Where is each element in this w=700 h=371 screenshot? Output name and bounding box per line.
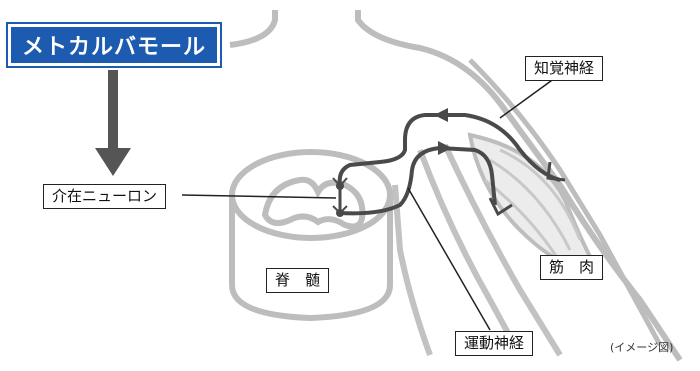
sensory-nerve-path [337,113,561,186]
bone-line-1 [417,148,523,357]
gray-matter [261,176,366,230]
arrow-head [95,148,131,176]
body-outline-left [229,10,278,48]
motor-nerve-ending [488,197,513,217]
bone-line-3 [392,184,433,357]
synapse-mark-1 [332,177,348,188]
bone-line-2 [442,143,563,357]
spinal-cord-label: 脊 髄 [266,268,330,293]
motor-nerve-label: 運動神経 [455,331,534,356]
muscle-label: 筋 肉 [540,255,604,280]
motor-arrow-head [438,141,452,155]
sensory-arrow-head [434,108,448,122]
leader-sensory [499,77,556,119]
interneuron-label: 介在ニューロン [43,184,167,209]
sensory-nerve-ending [546,161,566,182]
muscle-fiber-1 [489,158,572,251]
leader-interneuron [181,194,337,199]
synapse-mark-2 [332,205,348,215]
drug-title-box: メトカルバモール [6,22,222,68]
motor-nerve-path [339,145,497,216]
sensory-nerve-label: 知覚神経 [525,56,604,81]
muscle-fiber-2 [499,148,582,241]
image-note: (イメージ図) [610,341,674,354]
body-outline-right [355,10,683,362]
arrow-shaft [108,70,118,148]
arm-line-outer [468,58,663,347]
leader-motor [407,187,491,331]
